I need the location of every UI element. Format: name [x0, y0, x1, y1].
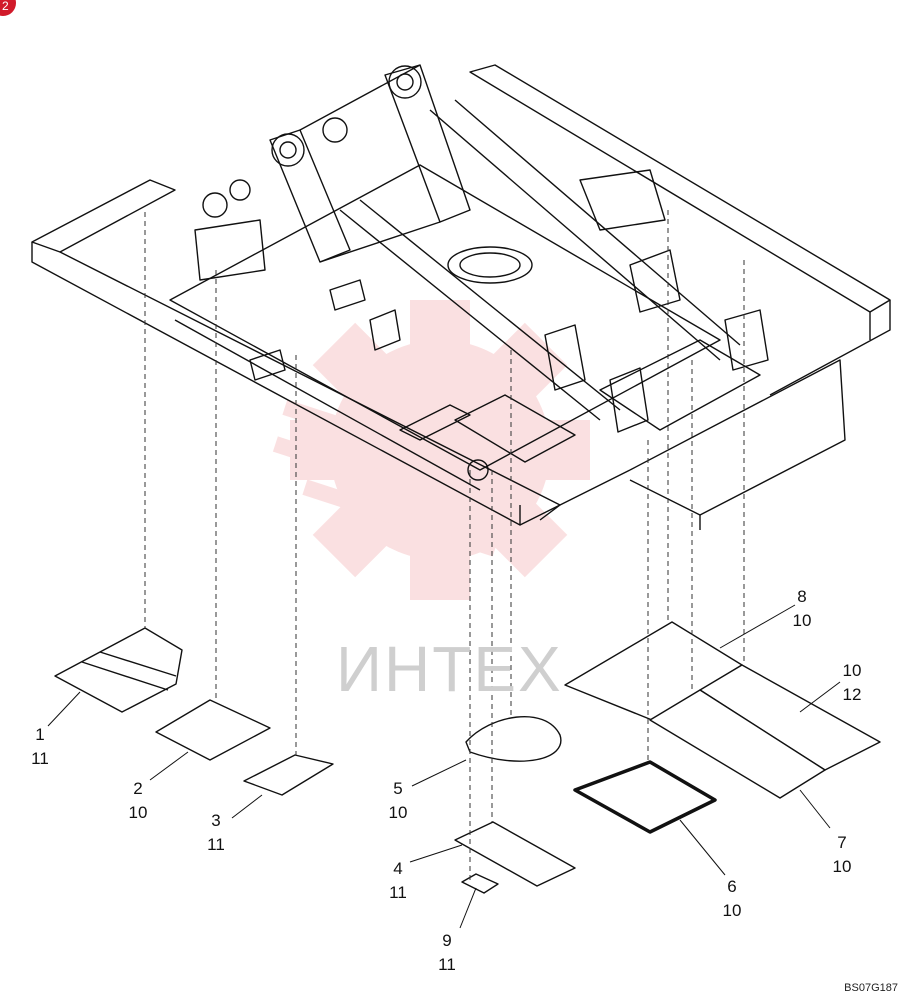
callout-2-part: 2: [133, 779, 143, 798]
leader-lines: [47, 604, 841, 929]
callout-5-part: 5: [393, 779, 403, 798]
callout-6-part: 6: [727, 877, 737, 896]
callout-9-qty: 11: [438, 955, 456, 974]
plate-9: [461, 873, 499, 894]
callout-10-part: 10: [842, 661, 862, 680]
callout-8-qty: 10: [792, 611, 812, 630]
callout-1-part: 1: [35, 725, 45, 744]
callout-5-qty: 10: [388, 803, 408, 822]
callout-7-part: 7: [837, 833, 847, 852]
callout-8-part: 8: [797, 587, 807, 606]
upper-frame-assembly: [31, 64, 891, 530]
page-number-badge: 2: [0, 0, 16, 16]
callout-9-part: 9: [442, 931, 452, 950]
callout-10-qty: 12: [842, 685, 862, 704]
plate-3: [243, 754, 334, 796]
drawing-code: BS07G187: [844, 982, 898, 994]
callout-2-qty: 10: [128, 803, 148, 822]
callout-6-qty: 10: [722, 901, 742, 920]
callout-4-qty: 11: [389, 883, 407, 902]
projection-lines: [144, 210, 745, 880]
cover-plates: [54, 621, 881, 894]
callout-3-part: 3: [211, 811, 221, 830]
plate-2: [155, 699, 271, 761]
callout-3-qty: 11: [207, 835, 225, 854]
callout-4-part: 4: [393, 859, 403, 878]
callout-1-qty: 11: [31, 749, 49, 768]
callout-7-qty: 10: [832, 857, 852, 876]
plate-5: [465, 715, 562, 762]
plate-1: [54, 627, 183, 713]
plate-4: [454, 821, 576, 887]
watermark-gear-logo: [272, 300, 590, 600]
gasket-6: [573, 760, 717, 834]
watermark-text: ИНТЕХ: [336, 633, 563, 705]
plate-7: [649, 689, 826, 799]
